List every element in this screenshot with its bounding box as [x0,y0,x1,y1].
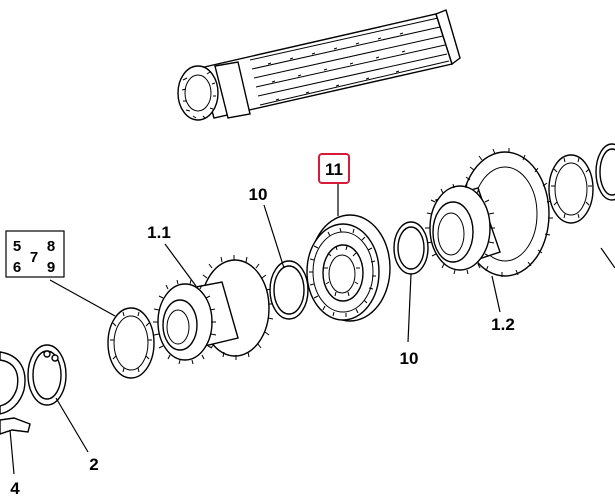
group-item-5: 5 [13,238,21,255]
ring-10-left[interactable] [269,260,309,320]
callout-2[interactable]: 2 [89,455,98,474]
ring-10-right[interactable] [393,221,429,275]
snap-ring-4[interactable] [0,351,31,435]
thrust-washer[interactable] [107,307,155,379]
callout-10-right[interactable]: 10 [400,349,419,368]
group-item-8: 8 [47,238,55,255]
group-item-7: 7 [30,249,38,266]
group-item-9: 9 [47,259,55,276]
callout-10-left[interactable]: 10 [249,185,268,204]
leader-lines [9,184,615,475]
callout-group-5-9[interactable]: 5 8 7 6 9 [5,230,65,278]
thrust-washer-right[interactable] [548,154,594,224]
synchronizer-11[interactable] [306,214,391,322]
circlip-2[interactable] [27,344,67,406]
group-item-6: 6 [13,259,21,276]
callout-11-highlight [318,153,350,184]
callout-4[interactable]: 4 [10,479,20,497]
gear-1-1[interactable] [153,255,274,365]
callout-1-2[interactable]: 1.2 [491,315,515,334]
gear-1-2[interactable] [425,148,553,277]
callout-11[interactable]: 11 [325,160,343,179]
callout-1-1[interactable]: 1.1 [147,223,171,242]
ring-far-right[interactable] [595,143,615,201]
splined-shaft[interactable] [177,9,461,121]
